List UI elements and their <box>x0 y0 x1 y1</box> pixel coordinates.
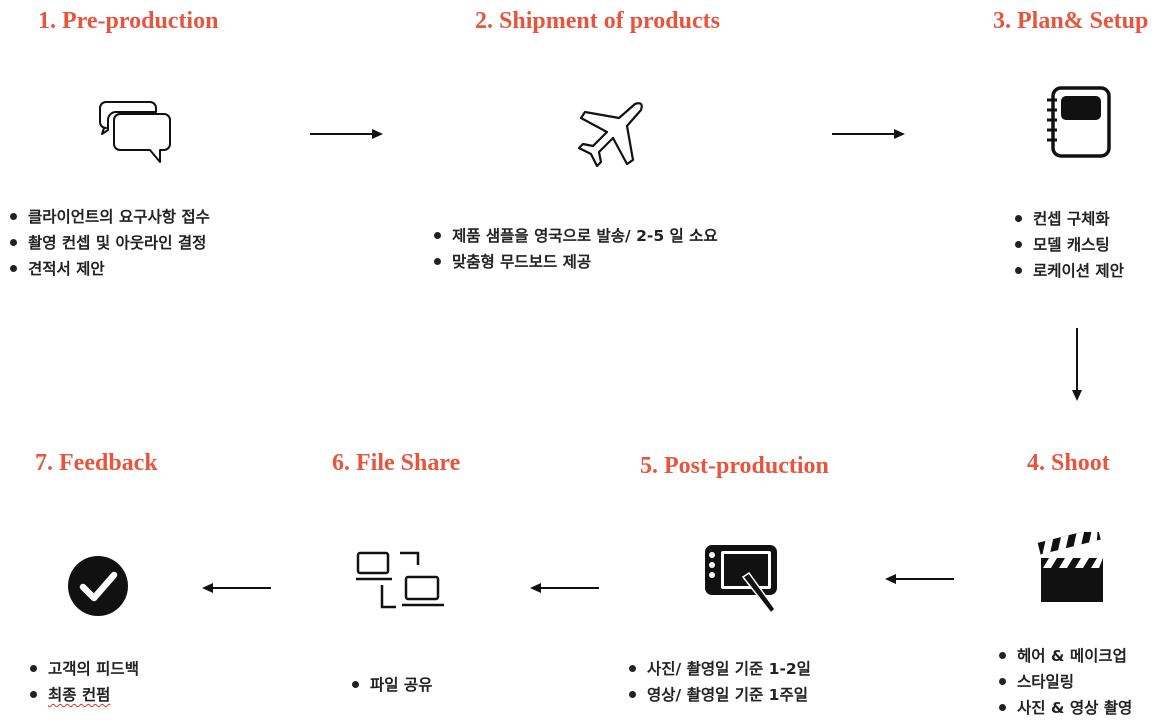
list-item: 스타일링 <box>997 669 1132 695</box>
arrow-step5-to-step6 <box>530 583 599 593</box>
list-item: 컨셉 구체화 <box>1013 206 1124 232</box>
list-item: 제품 샘플을 영국으로 발송/ 2-5 일 소요 <box>432 223 718 249</box>
computers-share-icon <box>356 551 444 609</box>
step-3-list: 컨셉 구체화 모델 캐스팅 로케이션 제안 <box>1013 206 1124 284</box>
spellcheck-underlined-text: 최종 컨펌 <box>48 686 111 704</box>
list-item: 파일 공유 <box>350 672 432 698</box>
step-1-title: 1. Pre-production <box>38 8 219 34</box>
step-2-title: 2. Shipment of products <box>475 8 720 34</box>
drawing-tablet-icon <box>705 545 777 615</box>
arrow-step3-to-step4 <box>1072 328 1082 401</box>
step-7-list: 고객의 피드백 최종 컨펌 <box>28 656 139 708</box>
arrow-step2-to-step3 <box>832 129 905 139</box>
arrow-step1-to-step2 <box>310 129 383 139</box>
step-2-list: 제품 샘플을 영국으로 발송/ 2-5 일 소요 맞춤형 무드보드 제공 <box>432 223 718 275</box>
list-item: 모델 캐스팅 <box>1013 232 1124 258</box>
list-item: 고객의 피드백 <box>28 656 139 682</box>
step-5-list: 사진/ 촬영일 기준 1-2일 영상/ 촬영일 기준 1주일 <box>627 656 811 708</box>
list-item: 최종 컨펌 <box>28 682 139 708</box>
step-5-title: 5. Post-production <box>640 453 829 479</box>
list-item: 로케이션 제안 <box>1013 258 1124 284</box>
list-item: 맞춤형 무드보드 제공 <box>432 249 718 275</box>
list-item: 견적서 제안 <box>8 256 210 282</box>
step-1-list: 클라이언트의 요구사항 접수 촬영 컨셉 및 아웃라인 결정 견적서 제안 <box>8 204 210 282</box>
list-item: 촬영 컨셉 및 아웃라인 결정 <box>8 230 210 256</box>
airplane-icon <box>577 102 643 168</box>
step-7-title: 7. Feedback <box>35 450 158 476</box>
notebook-icon <box>1047 86 1111 158</box>
list-item: 사진/ 촬영일 기준 1-2일 <box>627 656 811 682</box>
step-4-title: 4. Shoot <box>1027 450 1110 476</box>
step-4-list: 헤어 & 메이크업 스타일링 사진 & 영상 촬영 <box>997 643 1132 721</box>
list-item: 클라이언트의 요구사항 접수 <box>8 204 210 230</box>
list-item: 사진 & 영상 촬영 <box>997 695 1132 721</box>
step-3-title: 3. Plan& Setup <box>993 8 1149 34</box>
clapperboard-icon <box>1037 532 1103 602</box>
speech-bubbles-icon <box>99 101 171 163</box>
arrow-step6-to-step7 <box>202 583 271 593</box>
list-item: 헤어 & 메이크업 <box>997 643 1132 669</box>
check-circle-icon <box>68 556 128 616</box>
step-6-title: 6. File Share <box>332 450 461 476</box>
step-6-list: 파일 공유 <box>350 672 432 698</box>
list-item: 영상/ 촬영일 기준 1주일 <box>627 682 811 708</box>
arrow-step4-to-step5 <box>885 574 954 584</box>
